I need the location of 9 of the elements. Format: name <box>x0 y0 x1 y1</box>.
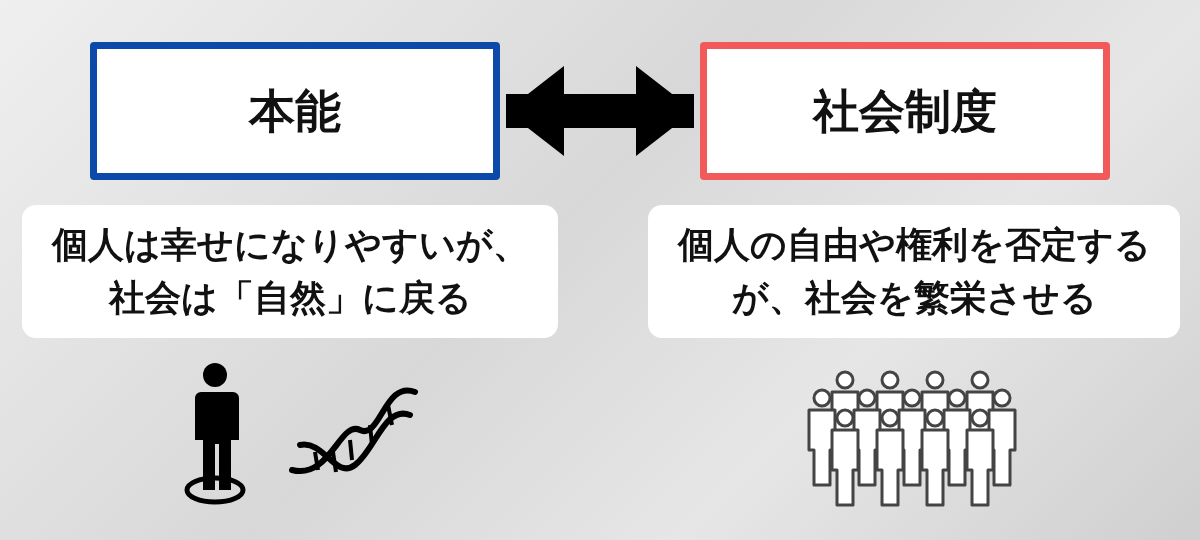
title-text: 社会制度 <box>813 82 997 140</box>
title-box <box>700 42 1110 180</box>
description-text: 個人は幸せになりやすいが、社会は「自然」に戻る <box>50 223 530 320</box>
description-text: 個人の自由や権利を否定するが、社会を繁栄させる <box>676 223 1152 320</box>
title-box <box>90 42 500 180</box>
text-card <box>648 205 1180 338</box>
text-card <box>22 205 558 338</box>
double-arrow <box>506 66 694 156</box>
title-text: 本能 <box>249 82 341 140</box>
